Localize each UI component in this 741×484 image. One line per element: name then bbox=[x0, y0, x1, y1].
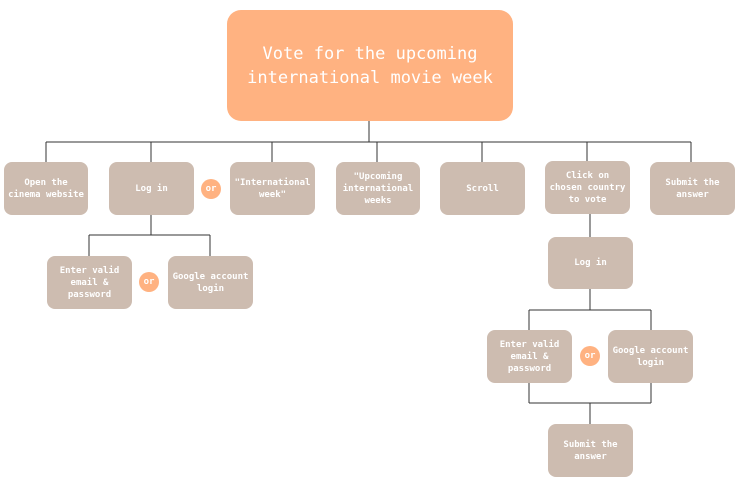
step-submit-answer: Submit the answer bbox=[650, 162, 735, 215]
root-node: Vote for the upcoming international movi… bbox=[227, 10, 513, 121]
option-google-login: Google account login bbox=[168, 256, 253, 309]
step-label: Submit the answer bbox=[665, 177, 720, 200]
step-label: Open the cinema website bbox=[8, 177, 84, 200]
step-label: Click on chosen country to vote bbox=[549, 170, 626, 205]
option-label: Google account login bbox=[612, 345, 689, 368]
step-label: "Upcoming international weeks bbox=[342, 171, 414, 206]
step-label: Submit the answer bbox=[563, 439, 618, 462]
option-label: Enter valid email & password bbox=[499, 339, 560, 374]
option-label: Google account login bbox=[172, 271, 249, 294]
option-email-password: Enter valid email & password bbox=[47, 256, 132, 309]
or-badge: or bbox=[201, 179, 221, 199]
step-label: Log in bbox=[574, 258, 607, 268]
step-label: Log in bbox=[135, 183, 168, 194]
vote-option-email-password: Enter valid email & password bbox=[487, 330, 572, 383]
step-scroll: Scroll bbox=[440, 162, 525, 215]
vote-log-in: Log in bbox=[548, 237, 633, 289]
step-international-week: "International week" bbox=[230, 162, 315, 215]
step-upcoming-weeks: "Upcoming international weeks bbox=[336, 162, 420, 215]
or-badge: or bbox=[580, 346, 600, 366]
vote-option-google-login: Google account login bbox=[608, 330, 693, 383]
step-label: Scroll bbox=[466, 183, 499, 194]
step-click-country: Click on chosen country to vote bbox=[545, 161, 630, 214]
step-log-in: Log in bbox=[109, 162, 194, 215]
vote-submit-answer: Submit the answer bbox=[548, 424, 633, 477]
step-label: "International week" bbox=[234, 177, 311, 200]
step-open-website: Open the cinema website bbox=[4, 162, 88, 215]
root-title: Vote for the upcoming international movi… bbox=[247, 43, 493, 88]
or-badge: or bbox=[139, 272, 159, 292]
option-label: Enter valid email & password bbox=[59, 265, 120, 300]
